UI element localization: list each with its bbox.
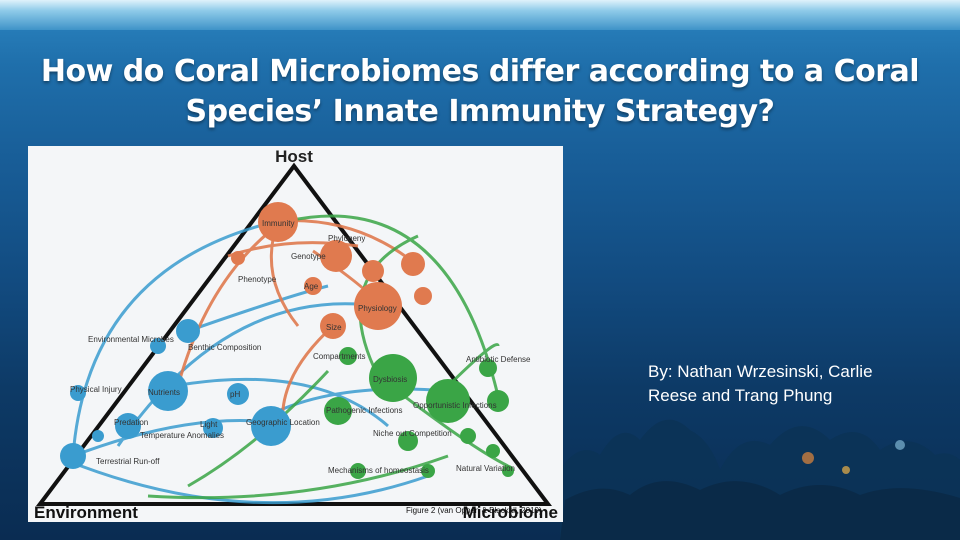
node-nutrients-label: Nutrients <box>148 388 180 397</box>
triangle-outline <box>35 162 553 506</box>
node-predation-label: Predation <box>114 418 148 427</box>
node-ph-label: pH <box>230 390 240 399</box>
triangle-network-diagram: Host Environment Microbiome Immunity Phy… <box>34 147 558 522</box>
figure-caption: Figure 2 (van Oppen & Blackall, 2019) <box>406 506 542 515</box>
node-natural-variation-label: Natural Variation <box>456 464 515 473</box>
node-terrestrial-runoff-label: Terrestrial Run-off <box>96 457 160 466</box>
water-surface <box>0 0 960 30</box>
host-node-markers <box>231 202 432 339</box>
slide-title: How do Coral Microbiomes differ accordin… <box>40 54 920 129</box>
node-age-label: Age <box>304 282 319 291</box>
microbiome-node-markers <box>324 347 514 479</box>
corner-host-label: Host <box>275 147 313 166</box>
node-pathogenic-infections-label: Pathogenic Infections <box>326 406 403 415</box>
authors-text: By: Nathan Wrzesinski, Carlie Reese and … <box>648 362 873 405</box>
node-physical-injury-label: Physical Injury <box>70 385 122 394</box>
node-geographic-location-label: Geographic Location <box>246 418 320 427</box>
node-light-label: Light <box>200 420 218 429</box>
environment-node-markers <box>60 319 291 469</box>
corner-microbiome-label: Microbiome <box>463 503 558 522</box>
node-environmental-microbes-label: Environmental Microbes <box>88 335 174 344</box>
node-benthic-composition-label: Benthic Composition <box>188 343 261 352</box>
node-antibiotic-defense-label: Antibiotic Defense <box>466 355 531 364</box>
node-opportunistic-infections-label: Opportunistic Infections <box>413 401 497 410</box>
node-mechanisms-homeostasis-label: Mechanisms of homeostasis <box>328 466 429 475</box>
node-niche-competition-label: Niche out Competition <box>373 429 452 438</box>
node-size-label: Size <box>326 323 342 332</box>
host-environment-microbiome-figure: Host Environment Microbiome Immunity Phy… <box>28 146 563 522</box>
node-genotype-label: Genotype <box>291 252 326 261</box>
corner-environment-label: Environment <box>34 503 138 522</box>
node-dysbiosis-label: Dysbiosis <box>373 375 407 384</box>
node-compartments-label: Compartments <box>313 352 365 361</box>
node-physiology-label: Physiology <box>358 304 397 313</box>
node-phenotype-label: Phenotype <box>238 275 277 284</box>
node-immunity-label: Immunity <box>262 219 294 228</box>
node-temperature-anomalies-label: Temperature Anomalies <box>140 431 224 440</box>
node-phylogeny-label: Phylogeny <box>328 234 365 243</box>
